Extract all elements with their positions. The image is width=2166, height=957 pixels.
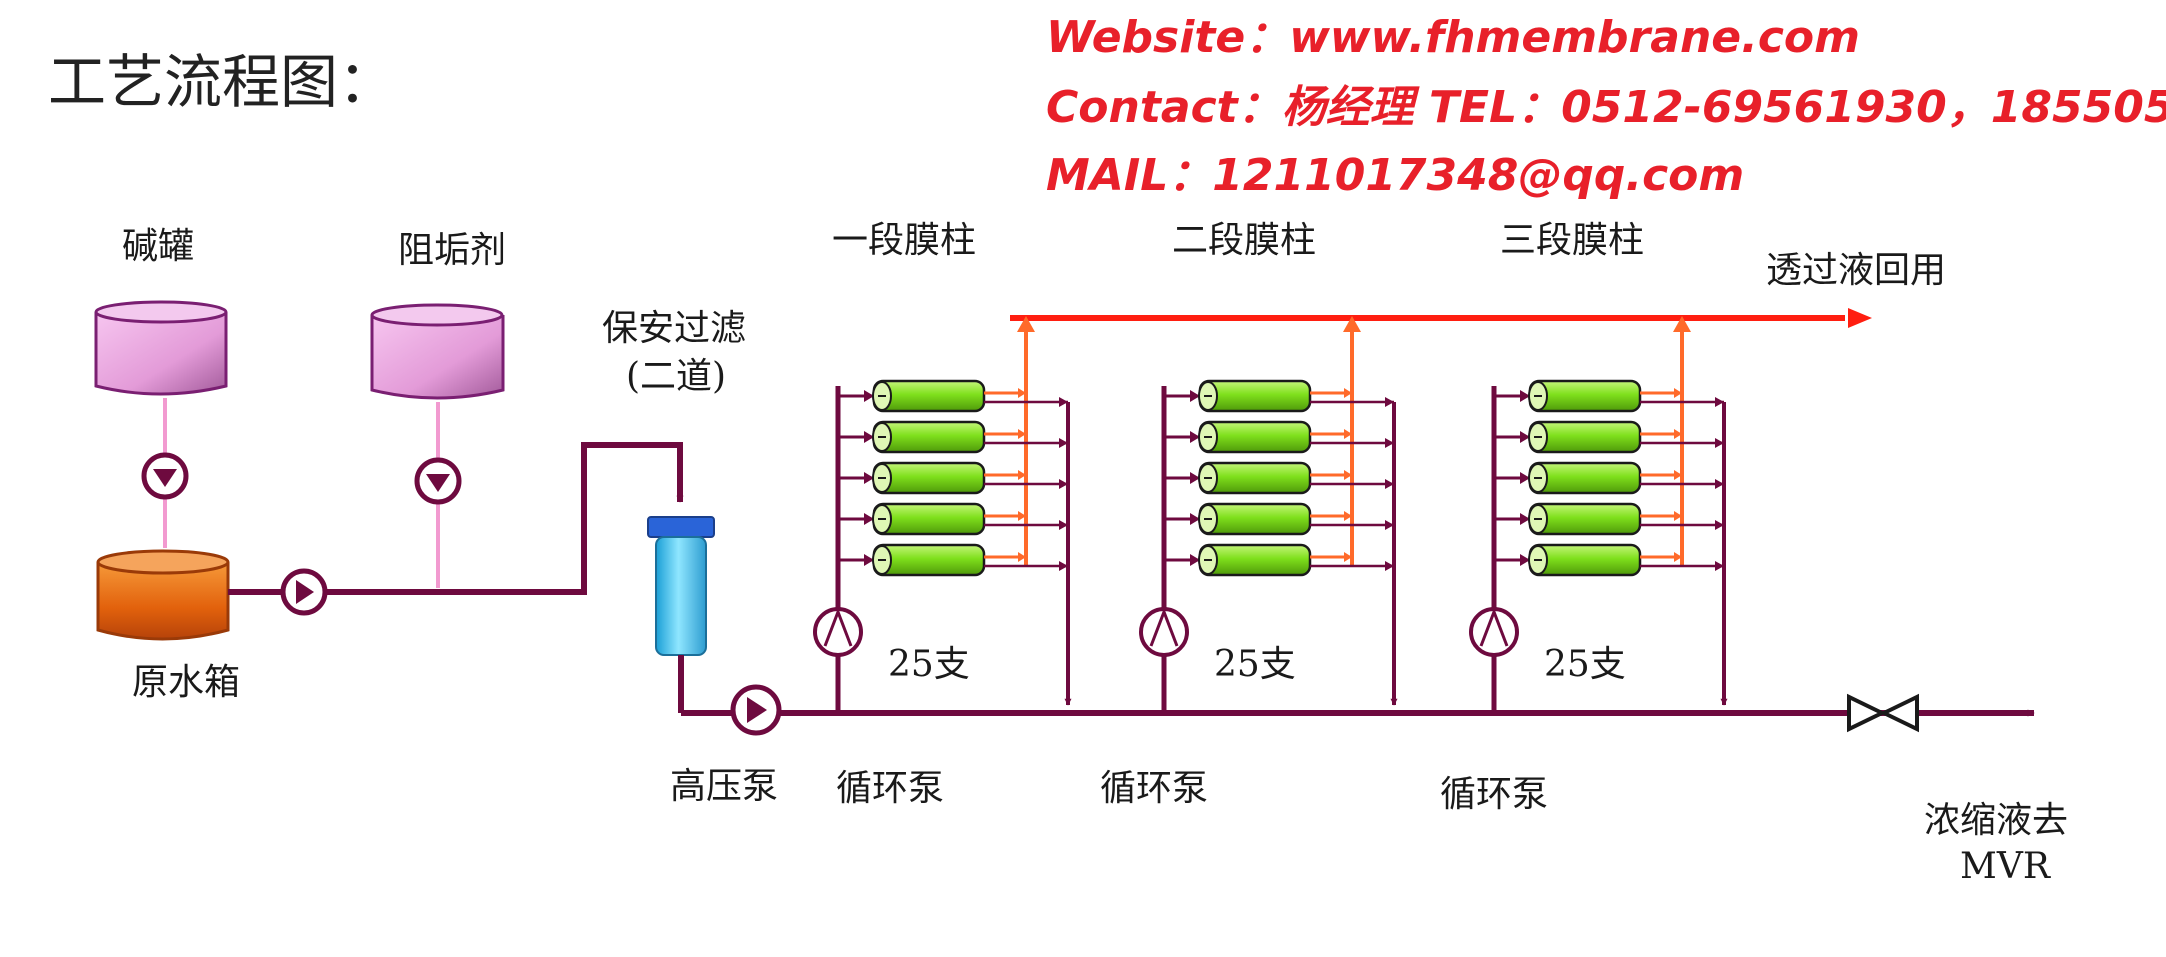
circulation-pump-icon [1139,607,1189,657]
mail-text: MAIL：1211017348@qq.com [1046,150,1744,201]
high-pressure-pump-label: 高压泵 [670,766,778,807]
permeate-reuse-label: 透过液回用 [1766,250,1946,291]
permeate-arrowhead [1848,308,1872,328]
antiscalant-tank [370,303,505,400]
antiscalant-label: 阻垢剂 [398,230,506,271]
stage-3-pump-label: 循环泵 [1440,774,1548,815]
circulation-pump-icon [813,607,863,657]
stage-1-pump-label: 循环泵 [836,768,944,809]
concentrate-valve-icon [1847,693,1919,733]
raw-water-tank-label: 原水箱 [132,662,240,703]
concentrate-sublabel: MVR [1960,846,2051,887]
security-filter [647,516,715,656]
stage-3-count: 25支 [1544,644,1626,685]
stage-2-pump-label: 循环泵 [1100,768,1208,809]
stage-2-count: 25支 [1214,644,1296,685]
antiscalant-dosing-pump-icon [414,457,462,505]
feed-pump-icon [280,568,328,616]
stage-2-title: 二段膜柱 [1172,220,1316,261]
stage-1-title: 一段膜柱 [832,220,976,261]
concentrate-label: 浓缩液去 [1924,800,2068,841]
security-filter-label: 保安过滤 [602,308,746,349]
high-pressure-pump-icon [730,684,782,736]
contact-phone-text: Contact：杨经理 TEL：0512-69561930，1855058605… [1046,82,2166,133]
circulation-pump-icon [1469,607,1519,657]
alkali-tank [94,300,228,396]
alkali-dosing-pump-icon [141,452,189,500]
stage-1-count: 25支 [888,644,970,685]
security-filter-sublabel: (二道) [626,356,726,397]
raw-water-tank [96,549,230,641]
feed-pipe [228,442,684,595]
stage-3-title: 三段膜柱 [1500,220,1644,261]
website-text: Website：www.fhmembrane.com [1046,12,1860,63]
page-title: 工艺流程图： [48,48,396,116]
alkali-tank-label: 碱罐 [122,226,194,267]
